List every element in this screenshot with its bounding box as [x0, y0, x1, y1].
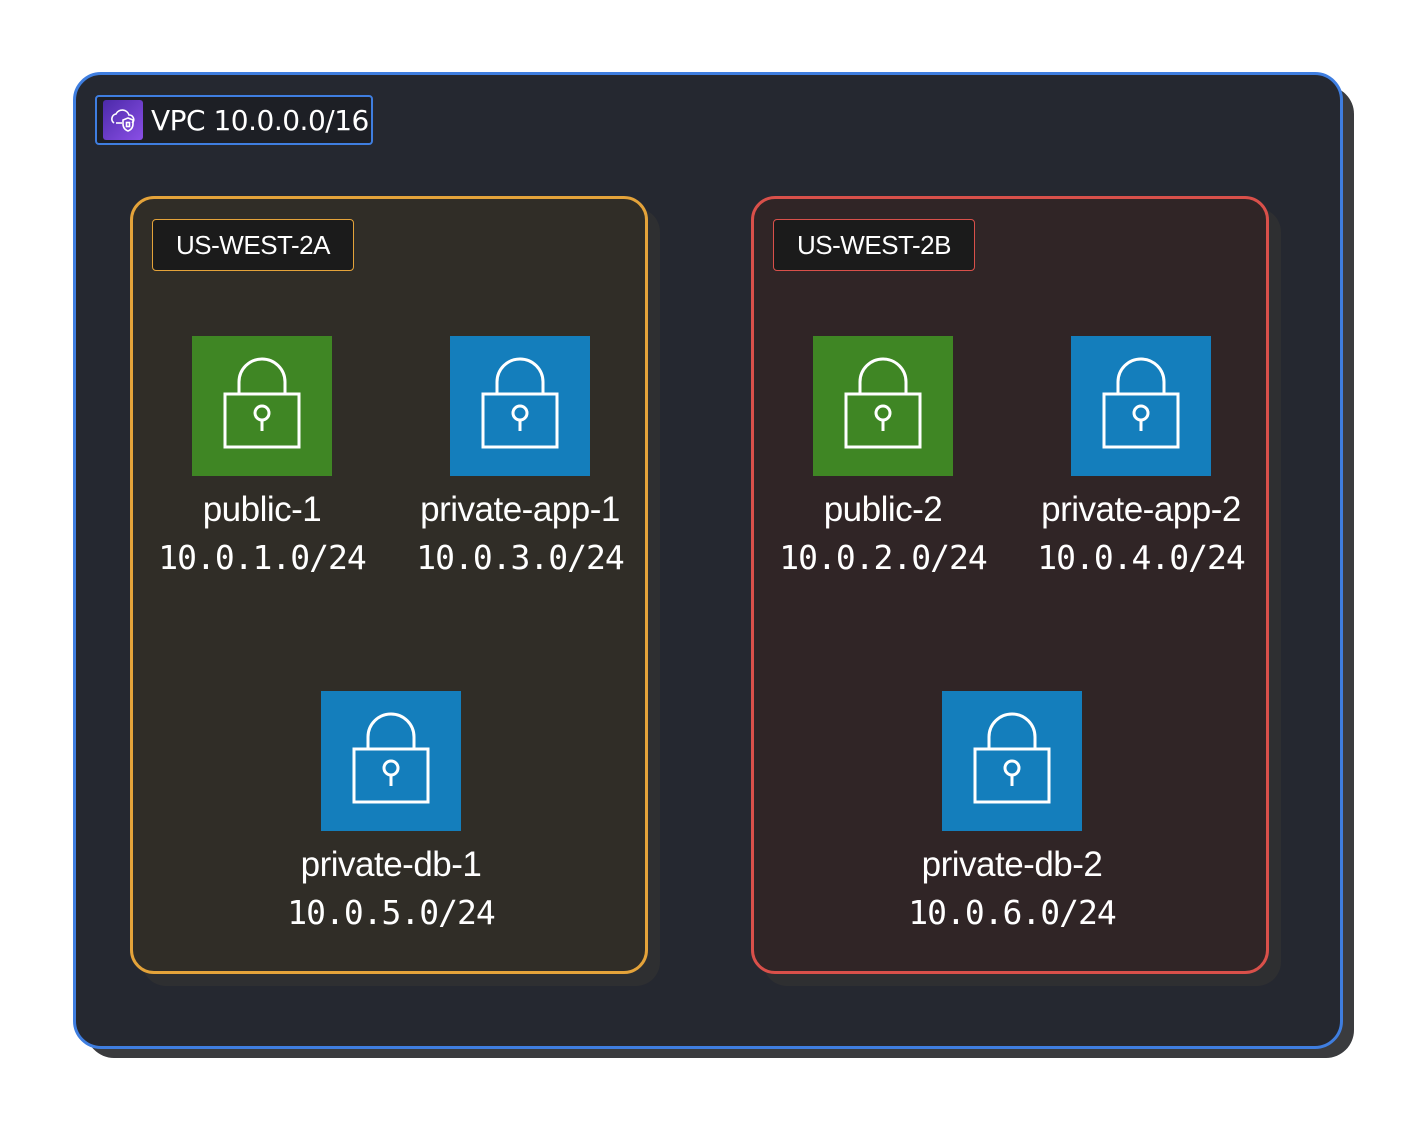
subnet-name: public-2 [823, 490, 943, 529]
availability-zone-a [130, 196, 648, 974]
lock-icon [942, 691, 1082, 831]
availability-zone-b [751, 196, 1269, 974]
subnet-private-db-1[interactable]: private-db-1 10.0.5.0/24 [261, 691, 521, 932]
lock-icon [1071, 336, 1211, 476]
subnet-cidr: 10.0.2.0/24 [779, 538, 988, 577]
subnet-public-2[interactable]: public-2 10.0.2.0/24 [753, 336, 1013, 577]
subnet-cidr: 10.0.1.0/24 [158, 538, 367, 577]
lock-icon [321, 691, 461, 831]
subnet-private-db-2[interactable]: private-db-2 10.0.6.0/24 [882, 691, 1142, 932]
lock-icon [192, 336, 332, 476]
vpc-label: VPC 10.0.0.0/16 [95, 95, 373, 145]
vpc-cloud-icon [103, 100, 143, 140]
subnet-name: private-app-1 [420, 490, 620, 529]
subnet-cidr: 10.0.3.0/24 [416, 538, 625, 577]
lock-icon [813, 336, 953, 476]
subnet-name: private-db-2 [921, 845, 1103, 884]
subnet-cidr: 10.0.5.0/24 [287, 893, 496, 932]
lock-icon [450, 336, 590, 476]
subnet-name: private-db-1 [300, 845, 482, 884]
subnet-name: private-app-2 [1041, 490, 1241, 529]
subnet-public-1[interactable]: public-1 10.0.1.0/24 [132, 336, 392, 577]
subnet-private-app-1[interactable]: private-app-1 10.0.3.0/24 [390, 336, 650, 577]
az-label-a: US-WEST-2A [152, 219, 354, 271]
vpc-title: VPC 10.0.0.0/16 [151, 103, 369, 137]
subnet-private-app-2[interactable]: private-app-2 10.0.4.0/24 [1011, 336, 1271, 577]
subnet-cidr: 10.0.4.0/24 [1037, 538, 1246, 577]
subnet-cidr: 10.0.6.0/24 [908, 893, 1117, 932]
az-label-b: US-WEST-2B [773, 219, 975, 271]
subnet-name: public-1 [202, 490, 322, 529]
